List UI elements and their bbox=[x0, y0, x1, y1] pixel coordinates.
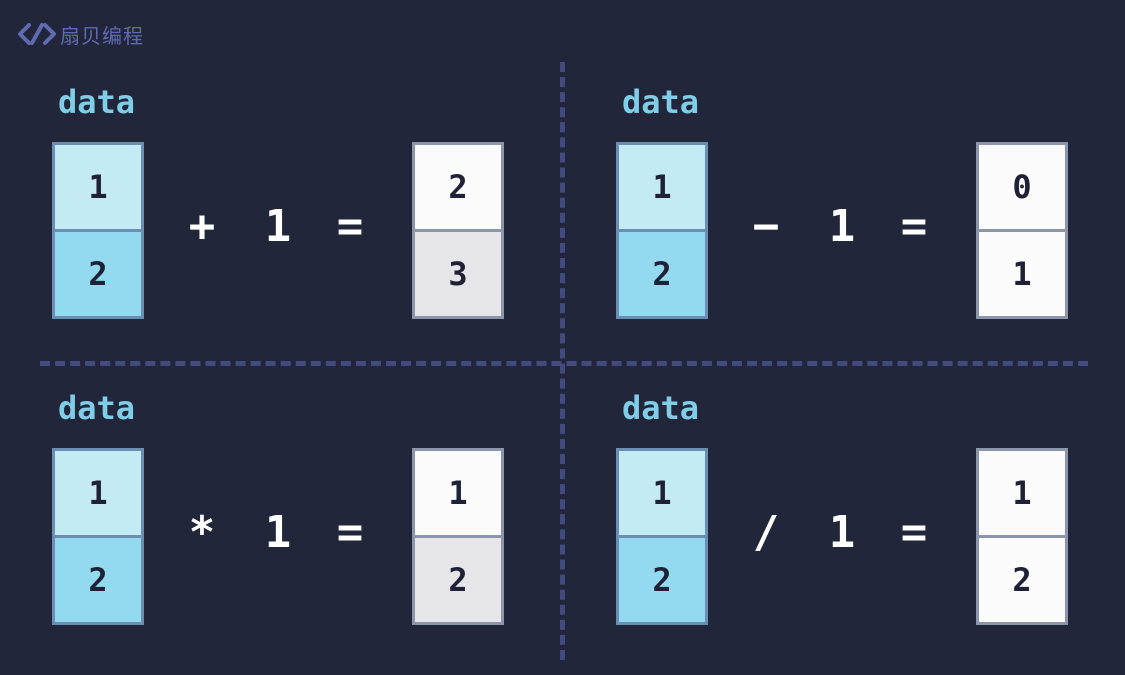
data-cell: 2 bbox=[619, 232, 705, 316]
minus-operator: − bbox=[752, 201, 780, 252]
data-cell: 2 bbox=[55, 232, 141, 316]
operand: 1 bbox=[264, 201, 292, 252]
result-cell: 2 bbox=[979, 538, 1065, 622]
result-cell: 2 bbox=[415, 145, 501, 229]
data-column: 1 2 bbox=[616, 142, 708, 319]
equals-sign: = bbox=[336, 507, 364, 558]
result-cell: 1 bbox=[979, 232, 1065, 316]
result-column: 1 2 bbox=[412, 448, 504, 625]
result-column: 1 2 bbox=[976, 448, 1068, 625]
subtraction-panel: data 1 2 − 1 = 0 1 bbox=[604, 62, 1124, 322]
result-column: 0 1 bbox=[976, 142, 1068, 319]
panel-label: data bbox=[58, 83, 136, 121]
multiplication-panel: data 1 2 * 1 = 1 2 bbox=[40, 368, 560, 628]
multiply-operator: * bbox=[188, 507, 216, 558]
data-cell: 1 bbox=[55, 145, 141, 229]
data-cell: 1 bbox=[55, 451, 141, 535]
result-cell: 1 bbox=[979, 451, 1065, 535]
equals-sign: = bbox=[900, 201, 928, 252]
plus-operator: + bbox=[188, 201, 216, 252]
result-cell: 2 bbox=[415, 538, 501, 622]
data-cell: 1 bbox=[619, 451, 705, 535]
divide-operator: / bbox=[752, 507, 780, 558]
addition-panel: data 1 2 + 1 = 2 3 bbox=[40, 62, 560, 322]
result-cell: 0 bbox=[979, 145, 1065, 229]
panel-label: data bbox=[622, 83, 700, 121]
panel-label: data bbox=[622, 389, 700, 427]
result-column: 2 3 bbox=[412, 142, 504, 319]
operand: 1 bbox=[828, 201, 856, 252]
result-cell: 1 bbox=[415, 451, 501, 535]
equals-sign: = bbox=[336, 201, 364, 252]
horizontal-divider bbox=[40, 361, 1088, 366]
data-cell: 1 bbox=[619, 145, 705, 229]
data-column: 1 2 bbox=[616, 448, 708, 625]
equals-sign: = bbox=[900, 507, 928, 558]
division-panel: data 1 2 / 1 = 1 2 bbox=[604, 368, 1124, 628]
data-cell: 2 bbox=[619, 538, 705, 622]
code-brackets-icon bbox=[18, 23, 56, 45]
logo-text: 扇贝编程 bbox=[60, 23, 144, 48]
data-column: 1 2 bbox=[52, 448, 144, 625]
data-cell: 2 bbox=[55, 538, 141, 622]
data-column: 1 2 bbox=[52, 142, 144, 319]
logo: 扇贝编程 bbox=[18, 20, 144, 48]
panel-label: data bbox=[58, 389, 136, 427]
operand: 1 bbox=[264, 507, 292, 558]
result-cell: 3 bbox=[415, 232, 501, 316]
operand: 1 bbox=[828, 507, 856, 558]
